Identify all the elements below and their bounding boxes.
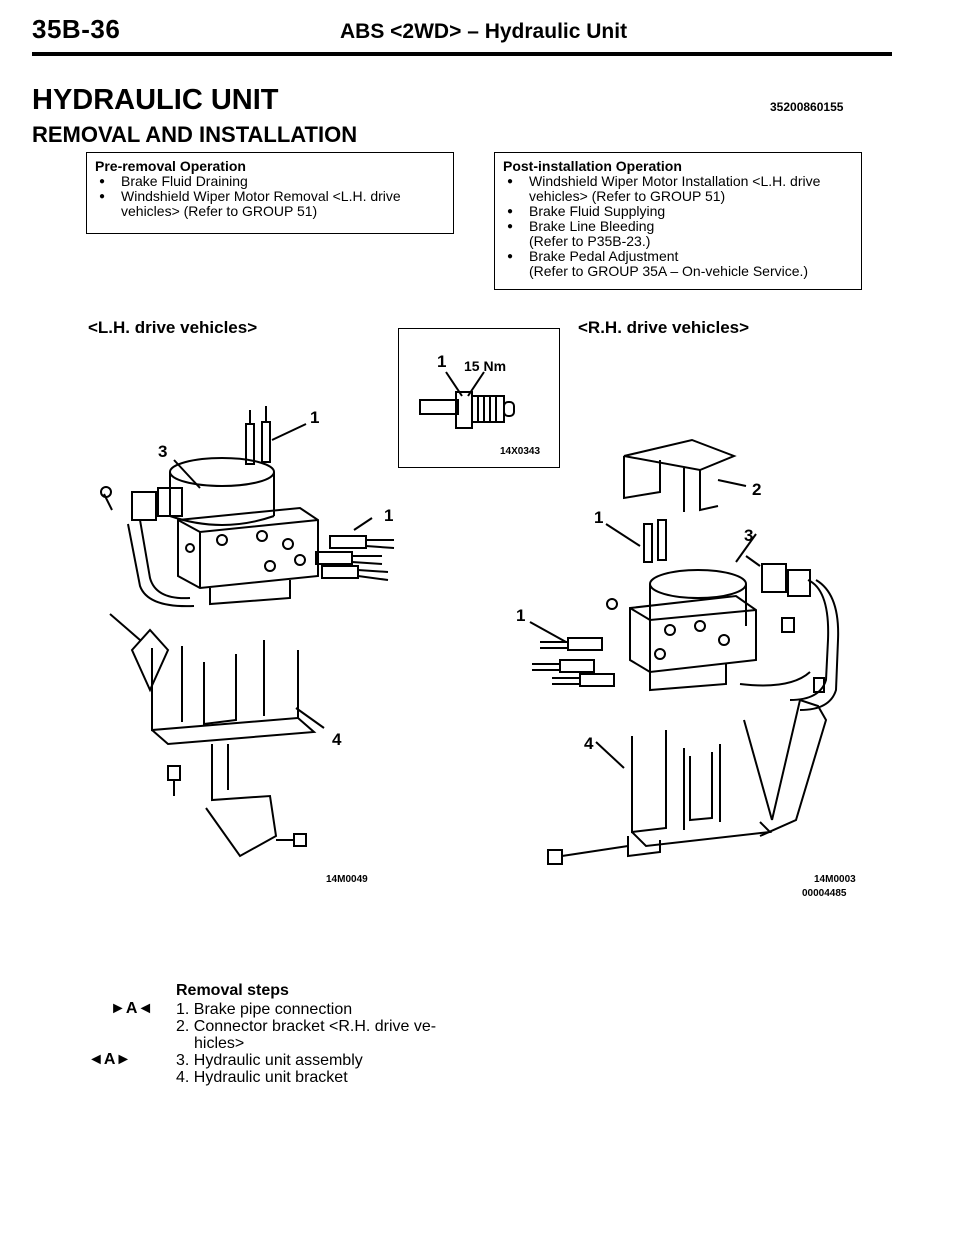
- page-subtitle: REMOVAL AND INSTALLATION: [32, 122, 358, 147]
- post-installation-list: Windshield Wiper Motor Installation <L.H…: [503, 174, 853, 279]
- rh-drive-label: <R.H. drive vehicles>: [578, 318, 750, 337]
- list-item: (Refer to P35B-23.): [529, 233, 651, 249]
- list-item: vehicles> (Refer to GROUP 51): [529, 188, 726, 204]
- lh-part-number: 1: [310, 408, 320, 427]
- rh-part-number: 1: [594, 508, 604, 527]
- rh-part-number: 1: [516, 606, 526, 625]
- document-code: 35200860155: [770, 100, 844, 114]
- service-marker-a: ►A◄: [110, 1000, 154, 1017]
- rh-part-number: 3: [744, 526, 754, 545]
- lh-part-number: 3: [158, 442, 168, 461]
- lh-part-number: 1: [384, 506, 394, 525]
- list-item: 2. Connector bracket <R.H. drive ve-: [176, 1018, 437, 1035]
- list-item: 1. Brake pipe connection: [176, 1001, 353, 1018]
- removal-steps: Removal steps 1. Brake pipe connection 2…: [176, 982, 436, 1086]
- rh-part-number: 2: [752, 480, 762, 499]
- pre-removal-list: Brake Fluid Draining Windshield Wiper Mo…: [95, 174, 445, 219]
- lh-figure-code: 14M0049: [326, 874, 368, 885]
- rh-part-number: 4: [584, 734, 594, 753]
- service-marker-b: ◄A►: [88, 1051, 132, 1068]
- page-number: 35B-36: [32, 14, 121, 44]
- list-item: vehicles> (Refer to GROUP 51): [121, 203, 318, 219]
- callout-code: 14X0343: [500, 446, 541, 457]
- lh-part-number: 4: [332, 730, 342, 749]
- rh-figure-code-2: 00004485: [802, 888, 847, 899]
- page-title: HYDRAULIC UNIT: [32, 84, 279, 116]
- post-installation-title: Post-installation Operation: [503, 158, 682, 174]
- torque-value: 15 Nm: [464, 358, 507, 374]
- torque-callout-box: [398, 328, 560, 468]
- list-item: Brake Line Bleeding: [503, 219, 853, 235]
- removal-steps-title: Removal steps: [176, 982, 289, 999]
- list-item: 3. Hydraulic unit assembly: [176, 1052, 363, 1069]
- list-item: (Refer to GROUP 35A – On-vehicle Service…: [529, 263, 809, 279]
- post-installation-box: Post-installation Operation Windshield W…: [494, 152, 862, 290]
- callout-number: 1: [437, 352, 447, 371]
- header-rule: [32, 52, 892, 56]
- list-item: Brake Fluid Supplying: [503, 204, 853, 220]
- lh-drive-label: <L.H. drive vehicles>: [88, 318, 258, 337]
- list-item: Windshield Wiper Motor Removal <L.H. dri…: [95, 189, 445, 205]
- list-item: Brake Fluid Draining: [95, 174, 445, 190]
- list-item: hicles>: [194, 1035, 245, 1052]
- list-item: Windshield Wiper Motor Installation <L.H…: [503, 174, 853, 190]
- list-item: 4. Hydraulic unit bracket: [176, 1069, 348, 1086]
- pre-removal-title: Pre-removal Operation: [95, 158, 246, 174]
- rh-figure-code: 14M0003: [814, 874, 856, 885]
- pre-removal-box: Pre-removal Operation Brake Fluid Draini…: [86, 152, 454, 234]
- section-title: ABS <2WD> – Hydraulic Unit: [340, 20, 628, 43]
- list-item: Brake Pedal Adjustment: [503, 249, 853, 265]
